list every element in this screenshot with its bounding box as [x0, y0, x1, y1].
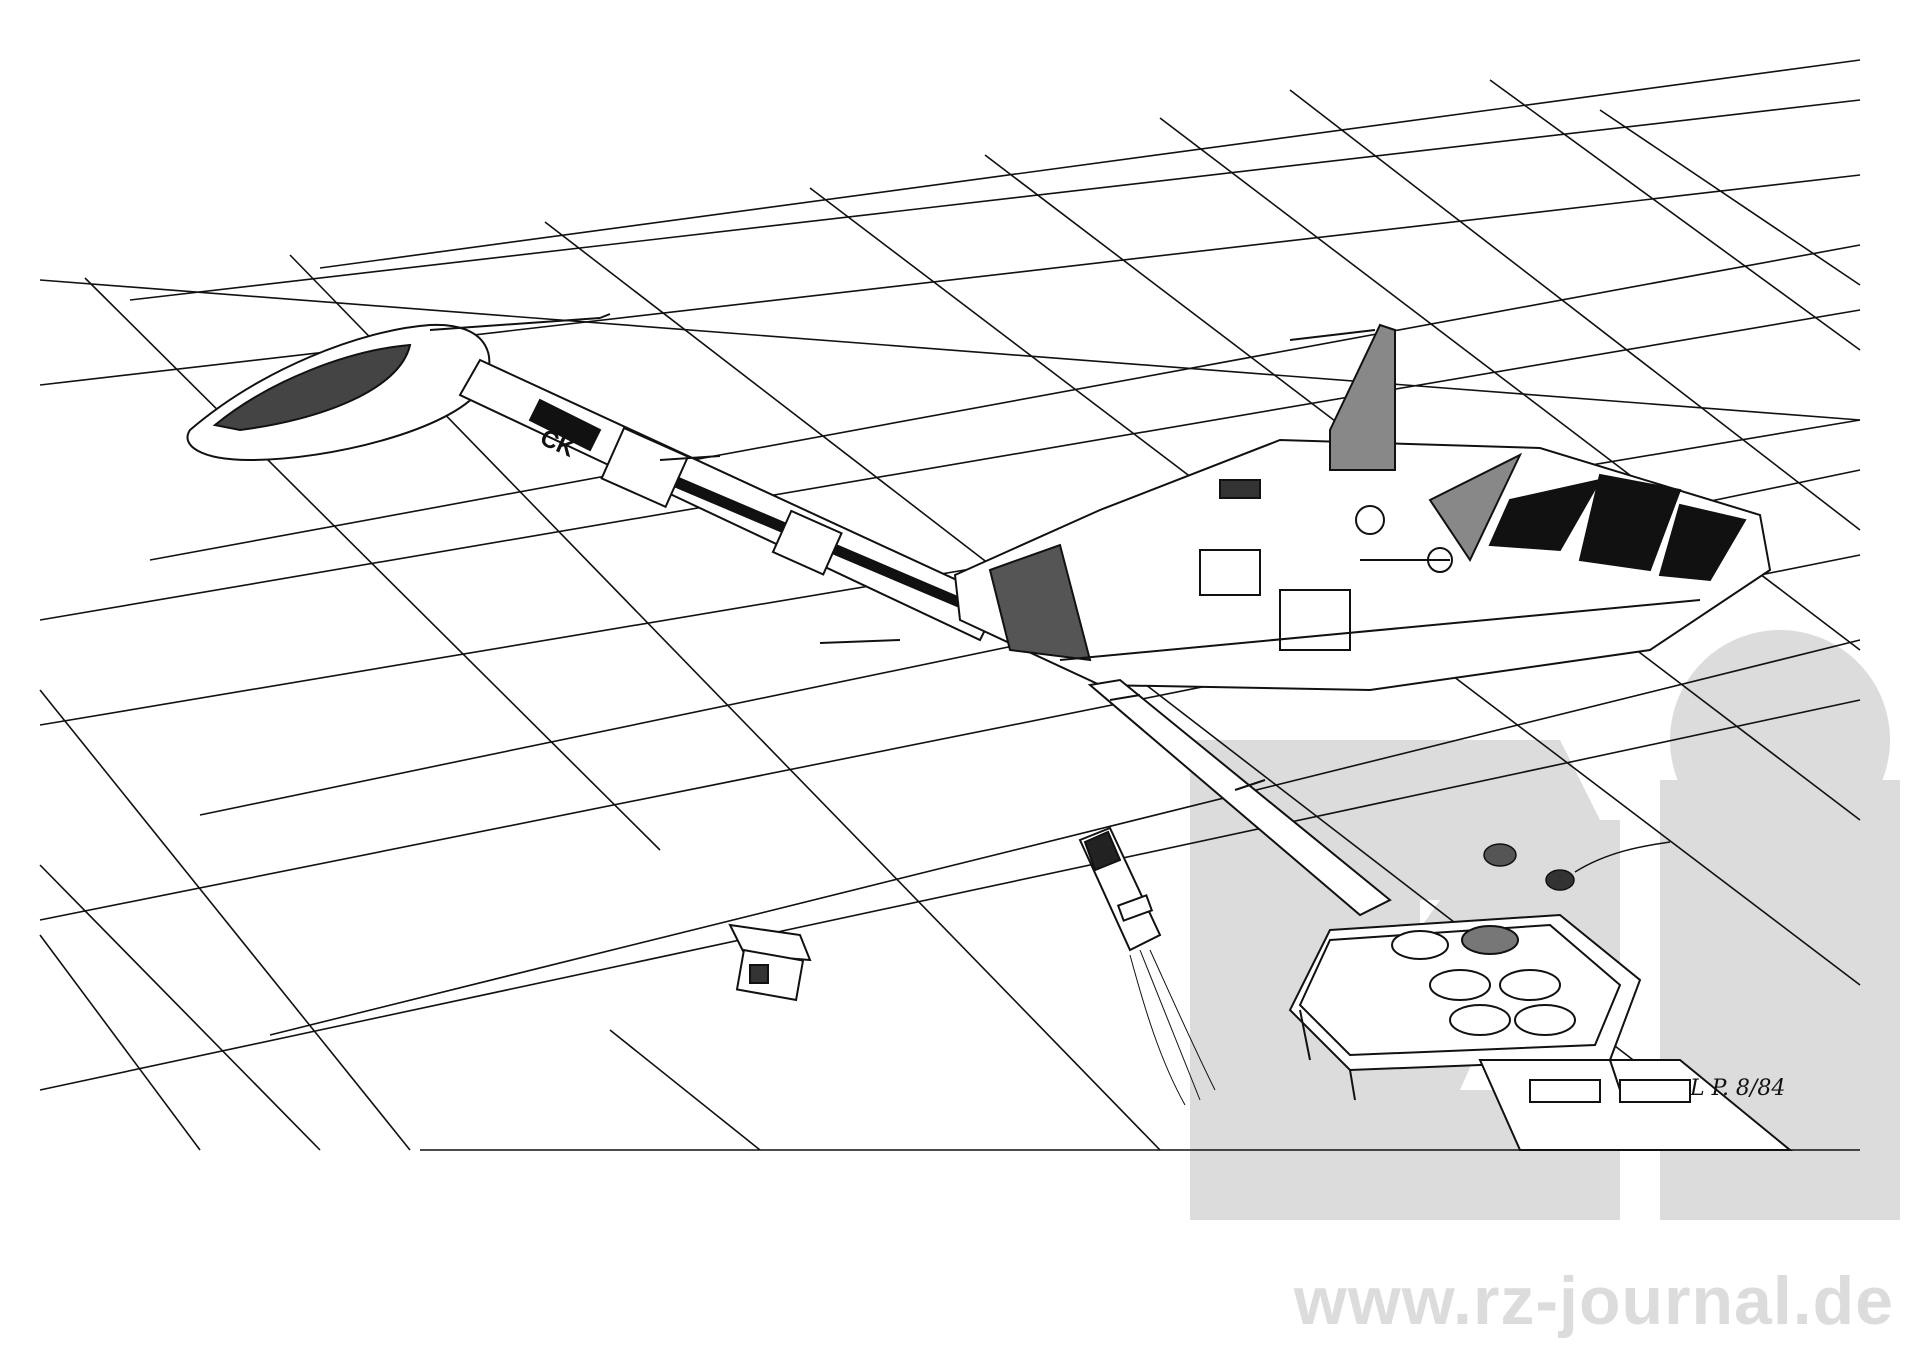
artist-signature: L P. 8/84: [1690, 1076, 1786, 1101]
spaceship: [186, 313, 1772, 917]
shuttle-craft: [1078, 826, 1216, 1106]
ship-main-hull: [953, 323, 1772, 692]
watermark-url[interactable]: www.rz-journal.de: [1293, 1263, 1894, 1339]
ground-structure: [728, 923, 812, 1002]
connecting-tube: [1087, 678, 1392, 917]
ship-nose-pod: [186, 313, 611, 462]
hexagonal-station: [1288, 913, 1793, 1151]
debris-objects: [1483, 841, 1671, 891]
ship-neck-spine: [458, 358, 1002, 644]
